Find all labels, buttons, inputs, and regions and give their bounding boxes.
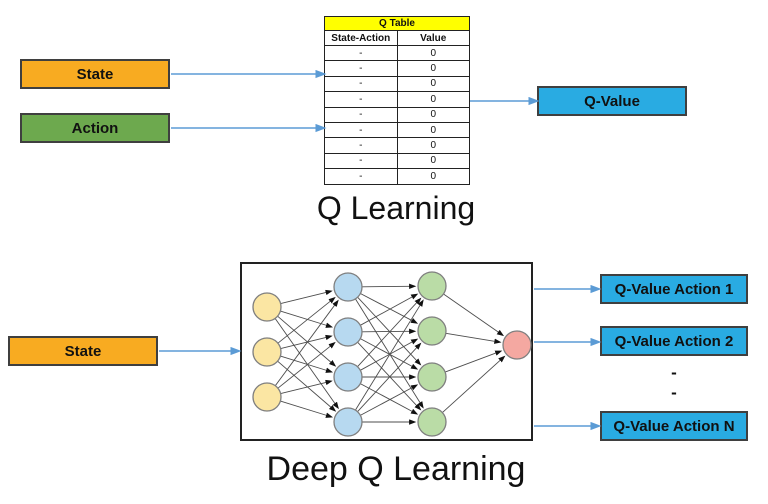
q-table-cell: 0 — [396, 60, 470, 77]
q-value-box: Q-Value — [537, 86, 687, 116]
q-table-row: -0 — [324, 168, 470, 185]
network-edge — [357, 296, 422, 366]
q-table-cell: 0 — [396, 106, 470, 123]
network-edge — [442, 355, 506, 413]
hidden-layer-2-node — [417, 407, 447, 437]
q-table-title: Q Table — [324, 16, 470, 31]
input-layer-node — [252, 337, 282, 367]
q-table-cell: - — [324, 75, 398, 93]
hidden-layer-2-node — [417, 271, 447, 301]
network-nodes — [252, 271, 532, 437]
q-value-action-2-label: Q-Value Action 2 — [614, 332, 734, 350]
q-table-col-state-action: State-Action — [324, 30, 398, 46]
input-layer-node — [252, 382, 282, 412]
q-table-row: -0 — [324, 44, 470, 62]
network-edge — [360, 338, 419, 371]
q-table-row: -0 — [324, 91, 470, 108]
ellipsis-dash-2: - — [671, 383, 677, 402]
q-table: Q Table State-Action Value -0-0-0-0-0-0-… — [324, 16, 470, 185]
q-value-action-n-box: Q-Value Action N — [600, 411, 748, 441]
hidden-layer-1-node — [333, 317, 363, 347]
q-table-cell: - — [324, 44, 398, 62]
q-table-cell: 0 — [396, 168, 470, 185]
q-value-action-1-box: Q-Value Action 1 — [600, 274, 748, 304]
action-box-label: Action — [71, 119, 119, 137]
network-edge — [280, 310, 334, 328]
ellipsis-dash-1: - — [671, 363, 677, 382]
q-table-cell: - — [324, 168, 398, 185]
network-border — [240, 262, 533, 441]
hidden-layer-1-node — [333, 407, 363, 437]
network-edge — [277, 360, 337, 412]
q-table-cell: - — [324, 91, 398, 108]
q-value-action-n-label: Q-Value Action N — [613, 417, 735, 435]
network-edge — [361, 283, 417, 290]
network-edge — [277, 296, 336, 344]
network-edge — [443, 293, 505, 337]
q-table-row: -0 — [324, 152, 470, 170]
q-table-cell: - — [324, 152, 398, 170]
network-edge — [357, 297, 422, 368]
network-edge — [274, 299, 339, 386]
q-table-cell: 0 — [396, 75, 470, 93]
q-table-cell: 0 — [396, 91, 470, 108]
network-edge — [274, 318, 339, 410]
neural-network-diagram — [240, 262, 533, 441]
q-table-cell: 0 — [396, 152, 470, 170]
q-value-action-1-label: Q-Value Action 1 — [614, 280, 734, 298]
q-value-box-label: Q-Value — [584, 92, 640, 110]
hidden-layer-2-node — [417, 316, 447, 346]
q-table-row: -0 — [324, 60, 470, 77]
network-edge — [360, 384, 419, 416]
state-box-top: State — [20, 59, 170, 89]
q-table-cell: 0 — [396, 121, 470, 139]
neural-network-box — [240, 262, 533, 441]
deep-q-learning-title: Deep Q Learning — [266, 450, 526, 488]
q-table-row: -0 — [324, 106, 470, 123]
q-table-cell: - — [324, 60, 398, 77]
hidden-layer-1-node — [333, 362, 363, 392]
q-table-row: -0 — [324, 75, 470, 93]
hidden-layer-1-node — [333, 272, 363, 302]
q-learning-title: Q Learning — [316, 190, 476, 226]
q-table-cell: - — [324, 121, 398, 139]
network-edge — [357, 342, 422, 413]
network-edges — [274, 283, 506, 425]
input-layer-node — [252, 292, 282, 322]
network-edge — [444, 350, 503, 373]
q-table-row: -0 — [324, 137, 470, 154]
q-table-cell: 0 — [396, 137, 470, 154]
network-edge — [280, 334, 333, 350]
q-table-cell: - — [324, 106, 398, 123]
q-table-cell: 0 — [396, 44, 470, 62]
q-table-body: -0-0-0-0-0-0-0-0-0 — [324, 44, 470, 185]
network-edge — [355, 299, 424, 411]
network-edge — [355, 298, 424, 409]
state-box-top-label: State — [76, 65, 114, 83]
network-edge — [445, 332, 502, 344]
q-value-action-2-box: Q-Value Action 2 — [600, 326, 748, 356]
action-box: Action — [20, 113, 170, 143]
network-edge — [280, 379, 333, 395]
hidden-layer-2-node — [417, 362, 447, 392]
state-box-bottom: State — [8, 336, 158, 366]
network-edge — [280, 400, 334, 418]
network-edge — [277, 341, 336, 389]
network-edge — [280, 289, 333, 305]
q-table-row: -0 — [324, 121, 470, 139]
network-edge — [280, 355, 334, 373]
q-table-cell: - — [324, 137, 398, 154]
state-box-bottom-label: State — [64, 342, 102, 360]
network-edge — [357, 341, 422, 411]
network-edge — [361, 328, 417, 335]
network-edge — [360, 293, 419, 326]
network-edge — [277, 315, 337, 367]
output-layer-node — [502, 330, 532, 360]
q-table-col-value: Value — [396, 30, 470, 46]
